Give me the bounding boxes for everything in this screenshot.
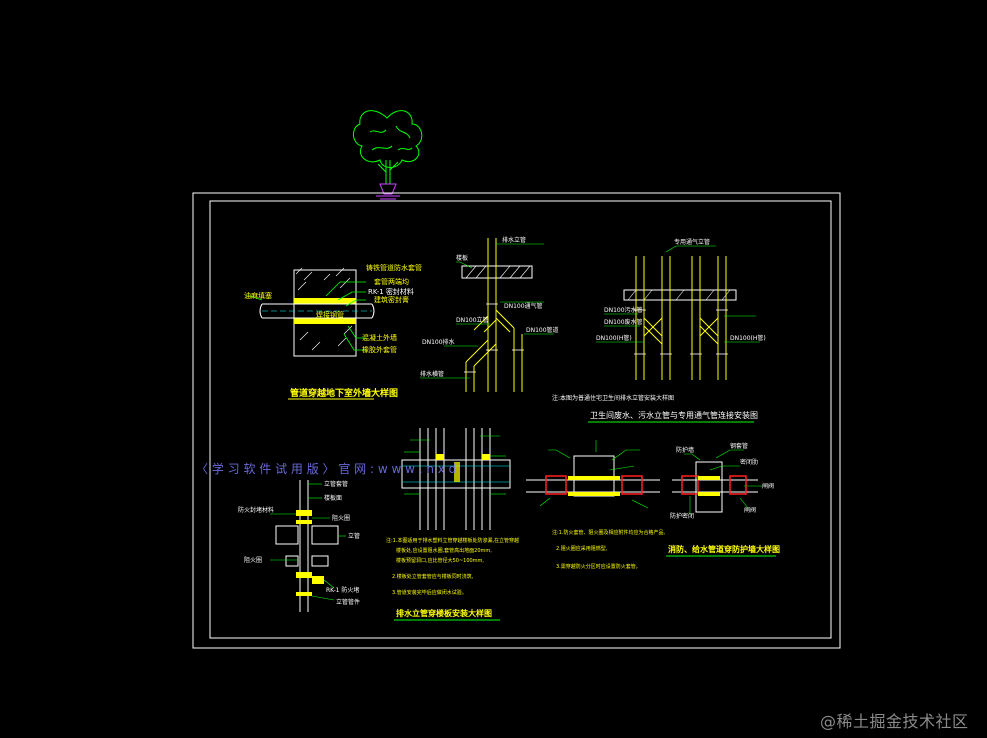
- d3-label-4: DN100(H管): [596, 334, 632, 342]
- d1-label-6: 油麻填塞: [244, 291, 272, 300]
- d1-label-3: RK-1 密封材料: [368, 287, 414, 296]
- d4-label-6: 阻火圈: [244, 556, 262, 564]
- inner-frame: [209, 200, 832, 639]
- d1-label-1: 铸铁管道防水套管: [366, 263, 422, 272]
- drawing-vent-stack[interactable]: 专用通气立管 DN100污水管 DN100废水管 DN100(H管) DN100…: [588, 238, 766, 423]
- d6-note-3: 3.需穿越防火分区时应设置防火套管。: [556, 563, 641, 570]
- d6-note-1: 注:1.防火套管、阻火圈及相应附件均应为合格产品,: [552, 529, 665, 536]
- d2-label-6: DN100排水: [422, 338, 455, 346]
- d5-note-3: 楼板预留洞口,应比管径大50~100mm,: [396, 557, 484, 564]
- d7-label-6: 闸阀: [744, 506, 756, 514]
- d4-label-4: 阻火圈: [332, 514, 350, 522]
- d3-label-3: DN100废水管: [604, 318, 643, 326]
- d3-label-2: DN100污水管: [604, 306, 643, 314]
- d5-note-1: 注:1.本图适用于排水塑料立管穿越楼板处防渗漏,在立管穿越: [386, 537, 519, 544]
- d2-label-1: 排水立管: [502, 236, 526, 244]
- tree-pot: [376, 183, 400, 200]
- d7-title: 消防、给水管道穿防护墙大样图: [668, 544, 780, 554]
- d3-label-1: 专用通气立管: [674, 238, 710, 246]
- d1-label-5: 焊接钢管: [316, 310, 344, 319]
- d5-note-4: 2.楼板处立管套管应与楼板同时浇筑,: [392, 573, 474, 580]
- d4-label-3: 防火封堵材料: [238, 506, 274, 514]
- site-watermark: @稀土掘金技术社区: [820, 712, 969, 731]
- trial-version-banner: 〈 学 习 软 件 试 用 版 〉 官 网 : w w w . n x d: [196, 462, 457, 476]
- d6-note-2: 2.阻火圈应采用阻燃型,: [556, 545, 608, 552]
- d2-note: 注:本图为普通住宅卫生间排水立管安装大样图: [552, 394, 674, 402]
- d5-note-2: 楼板处,应设置阻水圈,套管高出地面20mm,: [396, 547, 492, 554]
- d7-label-4: 闸阀: [762, 482, 774, 490]
- d4-label-7: RK-1 防火堵: [326, 586, 359, 594]
- outer-frame: [192, 192, 841, 649]
- d2-label-7: 排水横管: [420, 370, 444, 378]
- d4-label-8: 立管管件: [336, 598, 360, 606]
- drawing-drain-stack[interactable]: 排水立管 楼板 DN100通气管 DN100立管 DN100管道 DN100排水…: [420, 236, 674, 402]
- drawing-wall-sleeve[interactable]: 铸铁管道防水套管 套管两端均 RK-1 密封材料 建筑密封膏 焊接钢管 油麻填塞…: [244, 263, 422, 400]
- d1-title: 管道穿越地下室外墙大样图: [290, 387, 398, 399]
- d3-title: 卫生间废水、污水立管与专用通气管连接安装图: [590, 410, 758, 420]
- d5-note-5: 3.管道安装完毕后应做闭水试验。: [392, 589, 467, 596]
- tree-ornament: [353, 110, 423, 184]
- d7-label-1: 防护墙: [676, 446, 694, 454]
- drawing-riser-detail[interactable]: 立管套管 楼板面 防火封堵材料 阻火圈 立管 阻火圈 RK-1 防火堵 立管管件: [238, 480, 360, 612]
- drawing-floor-penetration[interactable]: 注:1.本图适用于排水塑料立管穿越楼板处防渗漏,在立管穿越 楼板处,应设置阻水圈…: [386, 428, 519, 621]
- d2-label-3: DN100通气管: [504, 302, 543, 310]
- d7-label-3: 密闭肋: [740, 458, 758, 466]
- d4-label-2: 楼板面: [324, 494, 342, 502]
- d7-label-5: 防护密闭: [670, 512, 694, 520]
- d1-label-7: 混凝土外墙: [362, 333, 397, 342]
- d1-label-2: 套管两端均: [374, 277, 409, 286]
- d3-label-5: DN100(H管): [730, 334, 766, 342]
- d5-title: 排水立管穿楼板安装大样图: [396, 608, 492, 618]
- drawing-protective-wall[interactable]: 防护墙 钢套管 密闭肋 闸阀 防护密闭 闸阀 消防、给水管道穿防护墙大样图: [666, 442, 780, 557]
- d2-label-4: DN100立管: [456, 316, 489, 324]
- d1-label-4: 建筑密封膏: [374, 295, 409, 304]
- d4-label-5: 立管: [348, 532, 360, 540]
- d7-label-2: 钢套管: [730, 442, 748, 450]
- d2-label-2: 楼板: [456, 254, 468, 262]
- d2-label-5: DN100管道: [526, 326, 559, 334]
- d4-label-1: 立管套管: [324, 480, 348, 488]
- drawing-fire-sleeve[interactable]: 注:1.防火套管、阻火圈及相应附件均应为合格产品, 2.阻火圈应采用阻燃型, 3…: [526, 440, 665, 570]
- d1-label-8: 橡胶外套管: [362, 345, 397, 354]
